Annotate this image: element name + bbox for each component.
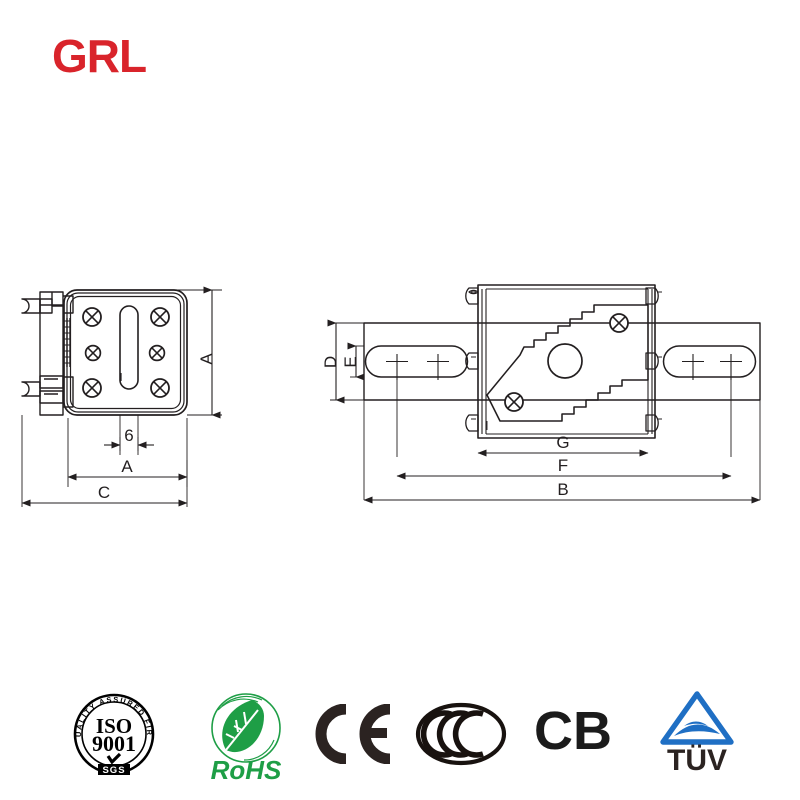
iso-line2: 9001 bbox=[92, 731, 136, 756]
label-f: F bbox=[558, 456, 568, 475]
technical-drawing: A 6 A C D E G F B bbox=[21, 284, 761, 507]
iso-sgs: SGS bbox=[102, 765, 125, 776]
brand-logo: GRL bbox=[52, 30, 147, 82]
front-view bbox=[21, 286, 222, 507]
blade-slot-left bbox=[364, 345, 469, 380]
front-view-terminal-profile bbox=[21, 291, 74, 416]
cert-rohs: RoHS bbox=[196, 688, 296, 784]
dim-six bbox=[104, 437, 154, 451]
label-c: C bbox=[98, 483, 110, 502]
certification-strip: QUALITY ASSURED FIRM ISO 9001 SGS bbox=[0, 688, 800, 788]
label-six: 6 bbox=[124, 426, 133, 445]
label-a-vertical: A bbox=[197, 353, 216, 365]
label-b: B bbox=[557, 480, 568, 499]
cert-ccc bbox=[415, 702, 507, 798]
cert-tuv: TÜV bbox=[654, 690, 740, 786]
rohs-label: RoHS bbox=[211, 755, 282, 784]
tuv-label: TÜV bbox=[667, 744, 727, 777]
cb-label: CB bbox=[534, 701, 612, 761]
cert-iso-9001: QUALITY ASSURED FIRM ISO 9001 SGS bbox=[68, 688, 160, 784]
body-tab-left bbox=[465, 287, 479, 432]
top-view bbox=[327, 284, 761, 504]
cert-ce bbox=[308, 704, 394, 800]
iso-line1: ISO bbox=[96, 714, 132, 738]
diamond-plate bbox=[486, 304, 649, 422]
label-a-horizontal: A bbox=[121, 457, 133, 476]
label-d: D bbox=[321, 356, 340, 368]
cert-cb: CB bbox=[534, 704, 612, 800]
label-e: E bbox=[341, 356, 360, 367]
label-g: G bbox=[556, 433, 569, 452]
dimension-labels: A 6 A C D E G F B bbox=[98, 353, 570, 502]
blade-slot-right bbox=[662, 345, 757, 380]
